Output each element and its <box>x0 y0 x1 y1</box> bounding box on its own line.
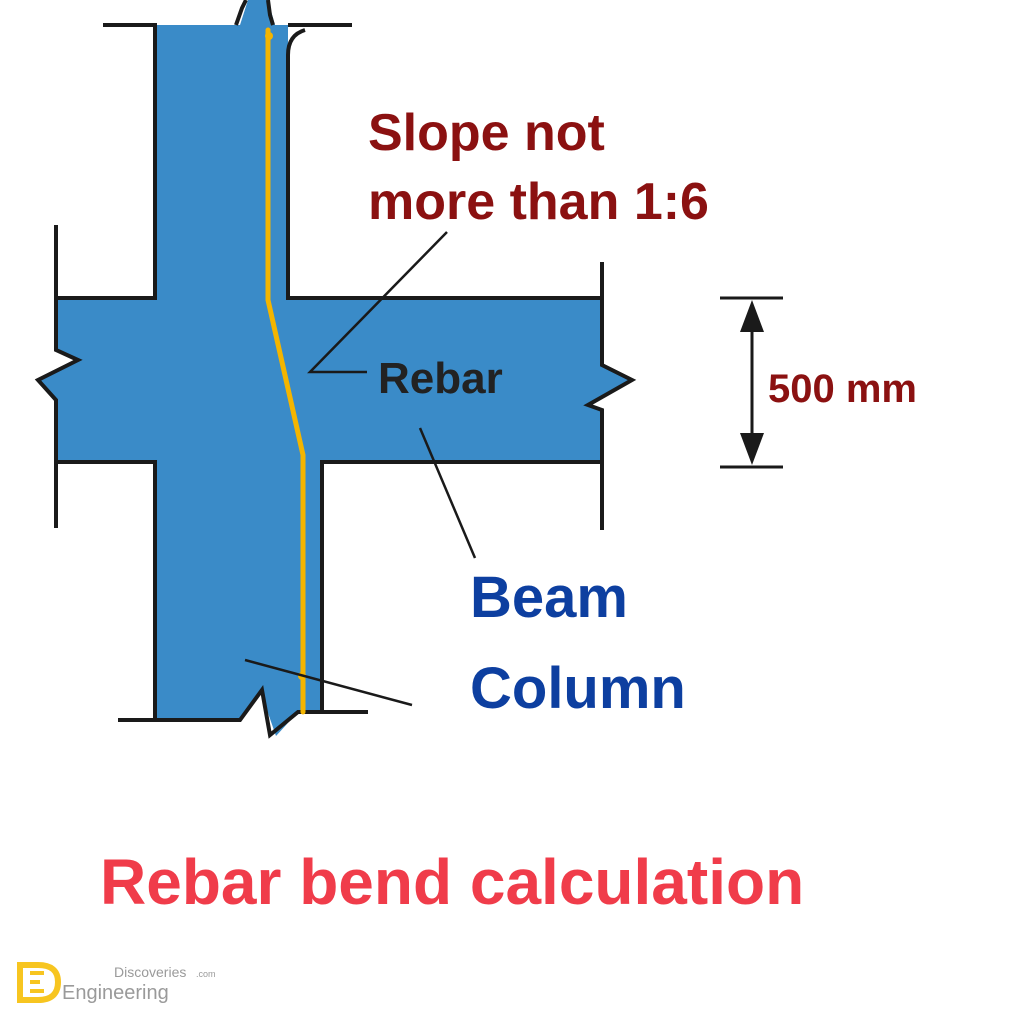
column-top-break-outline <box>234 0 275 26</box>
outline-strokes <box>34 0 637 739</box>
caption-title: Rebar bend calculation <box>100 846 804 918</box>
slope-label-line1: Slope not <box>368 104 605 162</box>
rebar-bar <box>265 27 306 715</box>
beam-left-end-outline <box>34 225 157 722</box>
beam-leader-line <box>418 427 477 559</box>
dimension-arrowhead-down <box>740 433 764 465</box>
logo-mark-inner-icon <box>30 971 44 993</box>
column-leader-line <box>244 658 413 707</box>
rebar-top-marker <box>265 32 273 40</box>
dimension-arrowhead-up <box>740 300 764 332</box>
rebar-label: Rebar <box>378 354 503 403</box>
logo-name-bottom: Engineering <box>62 982 169 1004</box>
slope-label-line2: more than 1:6 <box>368 173 709 231</box>
beam-right-end-outline <box>583 262 637 530</box>
dimension-arrow <box>720 296 783 469</box>
beam-label: Beam <box>470 565 628 630</box>
engineering-discoveries-logo: Discoveries .com Engineering <box>17 962 216 1004</box>
column-top-left-outline <box>56 23 157 300</box>
column-label: Column <box>470 656 686 721</box>
beam-column-joint-body <box>38 0 632 736</box>
column-top-right-outline <box>286 23 602 300</box>
dimension-label: 500 mm <box>768 367 917 411</box>
slope-leader-line <box>307 231 448 374</box>
beam-right-bottom-outline <box>320 460 602 714</box>
logo-name-top: Discoveries <box>114 964 186 980</box>
leader-lines <box>244 231 477 707</box>
logo-name-suffix: .com <box>196 969 216 979</box>
logo-mark-icon <box>17 962 62 1003</box>
